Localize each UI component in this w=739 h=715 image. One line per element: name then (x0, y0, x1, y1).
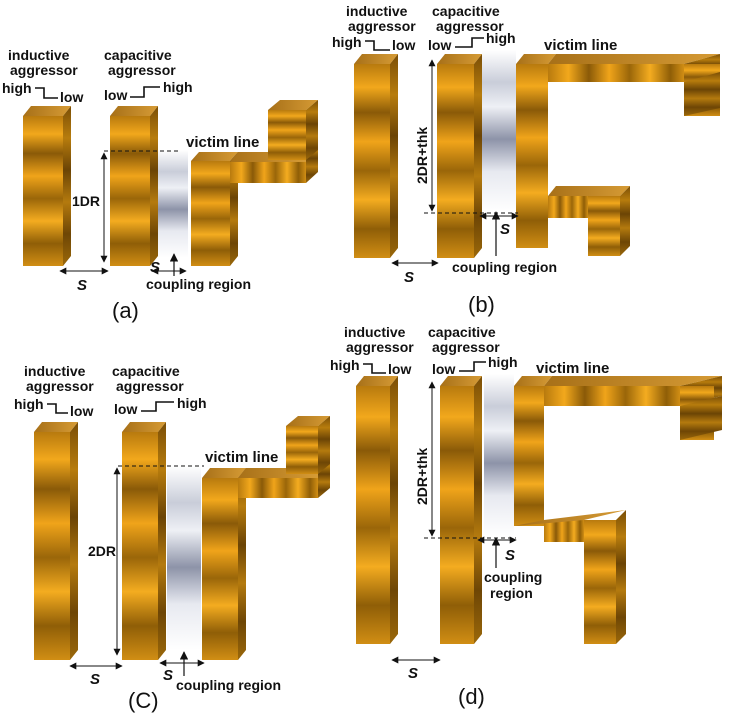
inductive-high-label: high (330, 357, 360, 373)
inductive-low-label: low (70, 403, 93, 419)
victim-line-wire (191, 100, 318, 266)
capacitive-aggressor-wire (122, 422, 166, 660)
capacitive-transition-icon (455, 37, 484, 48)
panel-a: inductive aggressor high low capacitive … (2, 47, 318, 323)
capacitive-transition-icon (459, 361, 486, 372)
panel-caption-d: (d) (458, 684, 485, 709)
spacing-symbol-1: S (408, 665, 418, 682)
inductive-transition-icon (47, 403, 68, 414)
capacitive-high-label: high (177, 395, 207, 411)
capacitive-low-label: low (432, 361, 455, 377)
coupling-region (482, 50, 516, 212)
spacing-symbol-2: S (500, 221, 510, 238)
spacing-symbol-2: S (150, 259, 160, 276)
panel-caption-a: (a) (112, 298, 139, 323)
inductive-aggressor-wire (356, 376, 398, 644)
panel-d: inductive aggressor high low capacitive … (330, 324, 722, 709)
inductive-low-label: low (388, 361, 411, 377)
victim-line-wire (514, 376, 722, 644)
capacitive-aggressor-wire (110, 106, 158, 266)
capacitive-label-line1: capacitive (104, 47, 172, 63)
victim-line-label: victim line (544, 37, 617, 54)
inductive-label-line2: aggressor (346, 339, 414, 355)
spacing-symbol-1: S (404, 269, 414, 286)
spacing-symbol-1: S (90, 671, 100, 688)
capacitive-label-line2: aggressor (436, 18, 504, 34)
coupling-region-label: coupling region (452, 259, 557, 275)
panel-b: inductive aggressor high low capacitive … (332, 3, 720, 317)
coupling-region (158, 150, 188, 258)
height-dimension-label: 2DR (88, 543, 116, 559)
coupling-region (484, 374, 514, 536)
capacitive-low-label: low (114, 401, 137, 417)
capacitive-low-label: low (104, 87, 127, 103)
coupling-region-label: coupling region (146, 276, 251, 292)
inductive-label-line2: aggressor (348, 18, 416, 34)
inductive-high-label: high (332, 34, 362, 50)
capacitive-label-line2: aggressor (108, 62, 176, 78)
capacitive-label-line1: capacitive (112, 363, 180, 379)
coupling-region-label-line1: coupling (484, 569, 542, 585)
victim-line-label: victim line (536, 360, 609, 377)
inductive-label-line2: aggressor (10, 62, 78, 78)
inductive-label-line1: inductive (346, 3, 408, 19)
inductive-label-line1: inductive (24, 363, 86, 379)
height-dimension-label: 1DR (72, 193, 100, 209)
capacitive-aggressor-wire (440, 376, 482, 644)
panel-caption-b: (b) (468, 292, 495, 317)
capacitive-transition-icon (130, 86, 160, 98)
spacing-symbol-2: S (163, 667, 173, 684)
inductive-label-line2: aggressor (26, 378, 94, 394)
inductive-aggressor-wire (23, 106, 71, 266)
inductive-high-label: high (14, 396, 44, 412)
height-dimension-label: 2DR+thk (414, 127, 430, 184)
inductive-high-label: high (2, 80, 32, 96)
capacitive-label-line2: aggressor (116, 378, 184, 394)
capacitive-transition-icon (141, 401, 174, 412)
capacitive-low-label: low (428, 37, 451, 53)
inductive-label-line1: inductive (344, 324, 406, 340)
panel-c: inductive aggressor high low capacitive … (14, 363, 330, 713)
capacitive-high-label: high (486, 30, 516, 46)
inductive-transition-icon (363, 363, 386, 374)
capacitive-high-label: high (488, 354, 518, 370)
inductive-transition-icon (365, 40, 390, 51)
capacitive-high-label: high (163, 79, 193, 95)
victim-line-wire (516, 54, 720, 256)
capacitive-label-line1: capacitive (432, 3, 500, 19)
coupling-region-label: coupling region (176, 677, 281, 693)
spacing-symbol-2: S (505, 547, 515, 564)
capacitive-label-line2: aggressor (432, 339, 500, 355)
height-dimension-label: 2DR+thk (414, 448, 430, 505)
capacitive-aggressor-wire (437, 54, 482, 258)
victim-line-label: victim line (186, 134, 259, 151)
inductive-label-line1: inductive (8, 47, 70, 63)
coupling-region-label-line2: region (490, 585, 533, 601)
coupling-region (167, 466, 201, 650)
inductive-low-label: low (60, 89, 83, 105)
victim-line-label: victim line (205, 449, 278, 466)
inductive-low-label: low (392, 37, 415, 53)
victim-line-wire (202, 416, 330, 660)
panel-caption-c: (C) (128, 688, 159, 713)
capacitive-label-line1: capacitive (428, 324, 496, 340)
spacing-symbol-1: S (77, 277, 87, 294)
inductive-aggressor-wire (354, 54, 398, 258)
inductive-transition-icon (35, 87, 58, 99)
inductive-aggressor-wire (34, 422, 78, 660)
